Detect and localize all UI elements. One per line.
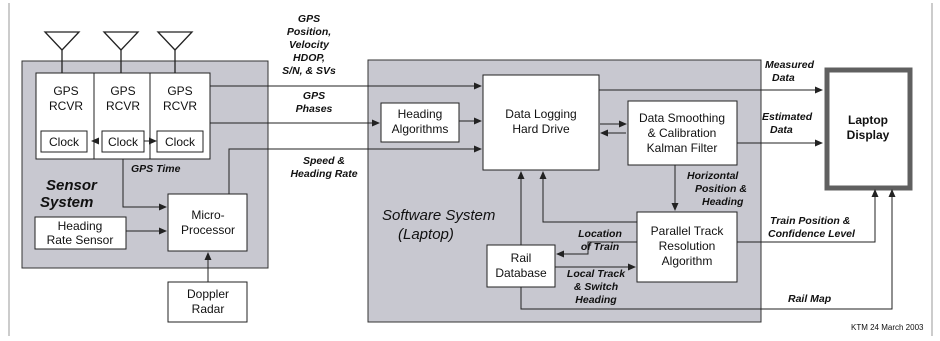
train-position-arrow [737,189,879,243]
clock-box-1 [40,130,88,153]
heading-rate-sensor-box [34,216,127,250]
laptop-display-box [824,67,913,191]
rail-map-label: Rail Map [788,293,832,305]
software-system-label: Software System(Laptop) [382,207,495,243]
clock-label-2: Clock [108,135,139,149]
speed-heading-label: Speed &Heading Rate [290,155,357,180]
heading-algorithms-box [380,102,460,143]
clock-box-3 [156,130,204,153]
speed-heading-arrow [228,145,482,194]
rail-map-arrow [520,189,896,310]
data-logging-box [482,74,600,171]
clock-label-3: Clock [165,135,196,149]
train-position-label: Train Position &Confidence Level [768,215,856,240]
antenna-icon [102,31,140,73]
parallel-track-box [636,211,738,283]
micro-processor-box [167,193,248,252]
doppler-radar-box [167,281,248,323]
rail-database-box [486,244,556,288]
micro-processor-label: Micro-Processor [181,208,235,237]
antenna-icon [43,31,81,73]
track-to-database-arrow [556,241,637,258]
credit-label: KTM 24 March 2003 [851,323,924,332]
gps-time-label: GPS Time [131,163,181,175]
data-smoothing-box [627,100,738,166]
gps-to-processor-arrow [122,159,167,211]
track-to-logging-arrow [539,171,637,223]
antenna-icon [156,31,194,73]
clock-label-1: Clock [49,135,80,149]
